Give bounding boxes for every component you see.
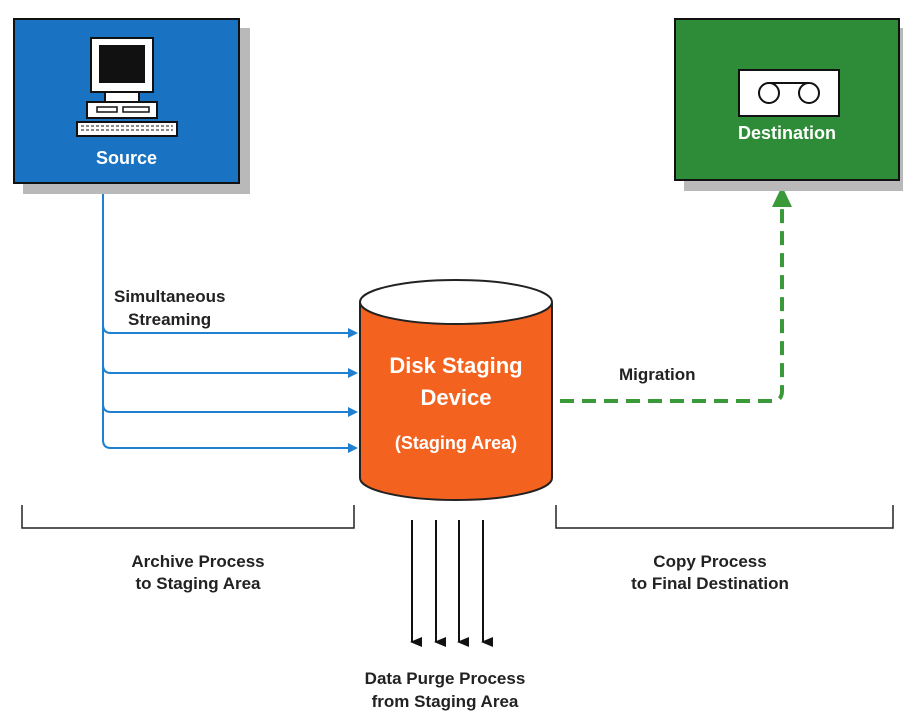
purge-label-line2: from Staging Area	[371, 692, 519, 711]
computer-icon	[76, 37, 178, 137]
purge-label-line1: Data Purge Process	[364, 669, 526, 688]
migration-arrowhead	[772, 186, 792, 207]
migration-label: Migration	[619, 365, 696, 384]
stream-arrow-3	[102, 403, 358, 417]
stream-trunk	[102, 184, 112, 449]
copy-label-line1: Copy Process	[653, 552, 767, 571]
archive-label-line1: Archive Process	[131, 552, 265, 571]
streaming-label-line2: Streaming	[128, 310, 212, 329]
stream-arrow-2	[102, 364, 358, 378]
staging-cylinder	[359, 279, 553, 501]
streaming-label-line1: Simultaneous	[114, 287, 226, 306]
copy-label-line2: to Final Destination	[631, 574, 789, 593]
migration-arrow	[560, 205, 784, 403]
copy-bracket	[555, 505, 894, 529]
tape-icon	[738, 69, 840, 117]
destination-node: Destination	[674, 18, 900, 181]
staging-subtitle: (Staging Area)	[394, 433, 518, 453]
source-node: Source	[13, 18, 240, 184]
staging-title-line1: Disk Staging	[389, 353, 523, 378]
archive-label-line2: to Staging Area	[135, 574, 261, 593]
staging-title-line2: Device	[420, 385, 492, 410]
stream-arrow-1	[102, 324, 358, 338]
destination-label: Destination	[737, 123, 836, 143]
archive-bracket	[21, 505, 355, 529]
source-label: Source	[95, 148, 158, 168]
